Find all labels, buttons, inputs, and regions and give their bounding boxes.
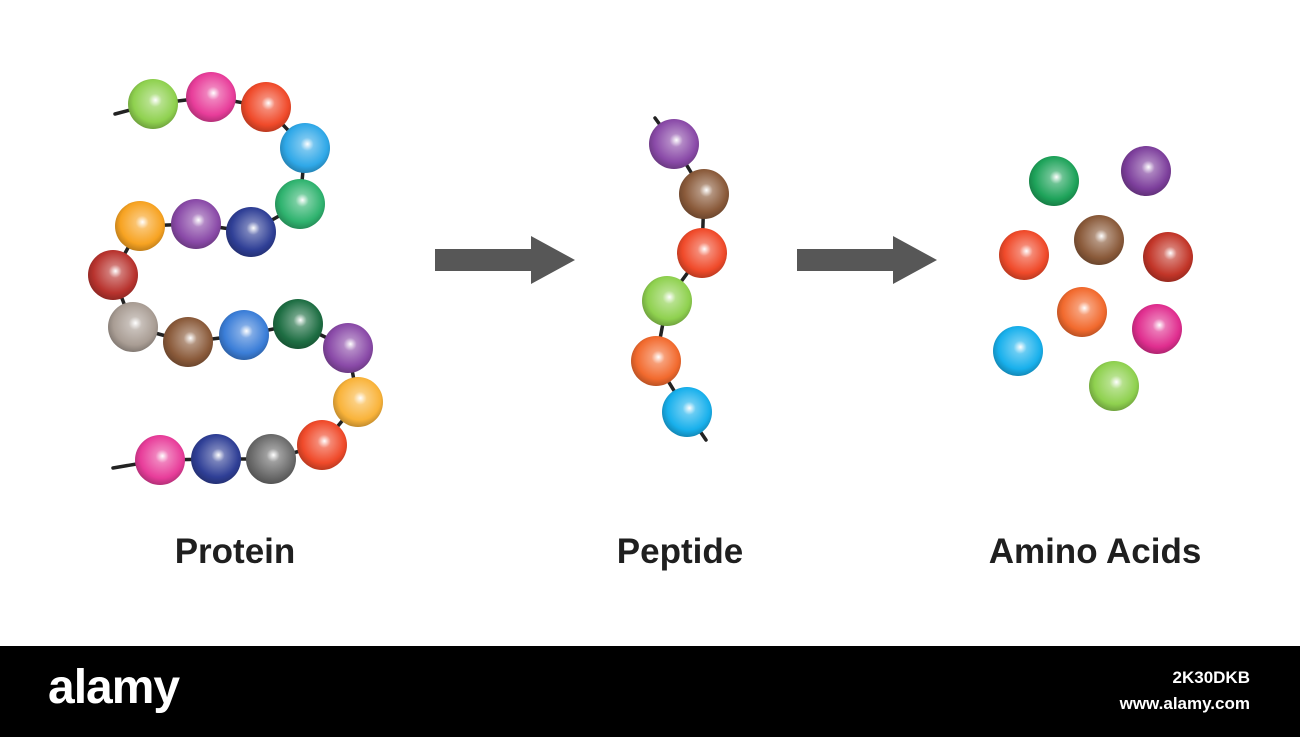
amino-acid-bead-cyan [662, 387, 712, 437]
amino-acid-bead-taupe [108, 302, 158, 352]
amino-acid-bead-violet [1121, 146, 1171, 196]
image-id: 2K30DKB [1172, 668, 1250, 687]
amino-acid-bead-pink [186, 72, 236, 122]
amino-acid-bead-brown [163, 317, 213, 367]
arrow-right-icon [797, 236, 937, 284]
amino-acid-bead-red-orange [999, 230, 1049, 280]
amino-acid-bead-cyan [993, 326, 1043, 376]
peptide-chain [631, 116, 729, 442]
amino-acid-bead-purple [323, 323, 373, 373]
brand-logo: alamy [48, 661, 180, 714]
amino-acid-bead-dark-green [273, 299, 323, 349]
amino-acid-bead-light-green [1089, 361, 1139, 411]
protein-chain [88, 72, 383, 485]
amino-acid-bead-orange [115, 201, 165, 251]
amino-acid-bead-green [1029, 156, 1079, 206]
amino-acid-bead-dark-red [1143, 232, 1193, 282]
amino-acid-bead-light-green [642, 276, 692, 326]
amino-acid-bead-blue [219, 310, 269, 360]
amino-acid-bead-navy [191, 434, 241, 484]
amino-acid-bead-gray [246, 434, 296, 484]
peptide-label: Peptide [616, 532, 744, 571]
amino-acid-bead-coral [1057, 287, 1107, 337]
amino-acid-bead-pink [135, 435, 185, 485]
amino-acid-bead-magenta [1132, 304, 1182, 354]
diagram-canvas [88, 72, 1193, 485]
amino-acid-bead-coral [631, 336, 681, 386]
amino-acid-bead-red-orange [677, 228, 727, 278]
amino-acid-bead-maroon [88, 250, 138, 300]
site-url: www.alamy.com [1119, 694, 1250, 713]
amino-acid-bead-brown [1074, 215, 1124, 265]
amino-acid-bead-purple [171, 199, 221, 249]
free-amino-acids [993, 146, 1193, 411]
amino-acid-bead-red-orange [297, 420, 347, 470]
protein-label: Protein [174, 532, 296, 571]
watermark-footer: alamy 2K30DKB www.alamy.com [0, 646, 1300, 737]
amino-acid-bead-light-orange [333, 377, 383, 427]
arrow-peptide-to-amino-acids [797, 236, 937, 284]
arrow-protein-to-peptide [435, 236, 575, 284]
amino-acid-bead-sky-blue [280, 123, 330, 173]
amino-acid-bead-navy [226, 207, 276, 257]
amino-acid-bead-brown [679, 169, 729, 219]
arrow-right-icon [435, 236, 575, 284]
amino-acid-bead-purple [649, 119, 699, 169]
amino-acid-bead-light-green [128, 79, 178, 129]
amino-acid-bead-red-orange [241, 82, 291, 132]
amino-acid-bead-emerald [275, 179, 325, 229]
amino-acids-label: Amino Acids [988, 532, 1202, 571]
